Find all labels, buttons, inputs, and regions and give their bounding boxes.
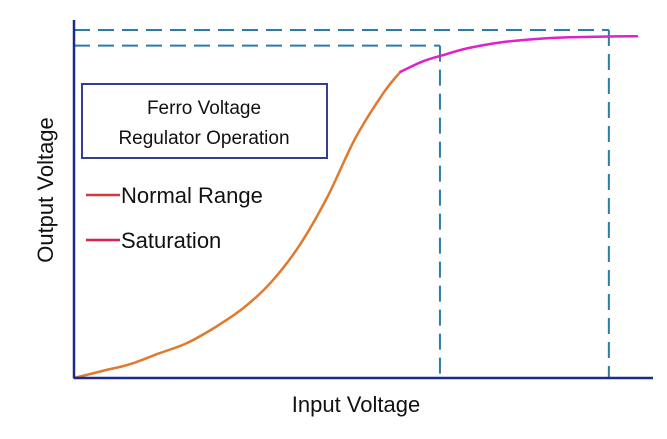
reference-lines [74,29,610,378]
legend: Normal Range Saturation [86,183,263,253]
title-line-1: Ferro Voltage [147,98,261,119]
title-box-border [81,83,328,159]
series-line-normal-range [72,70,402,380]
title-line-2: Regulator Operation [118,128,289,149]
legend-label-normal-range: Normal Range [121,183,263,208]
x-axis-label: Input Voltage [292,392,420,417]
axes [72,20,653,380]
chart-title-box: Ferro Voltage Regulator Operation [81,83,328,159]
y-axis-label: Output Voltage [33,117,58,263]
legend-label-saturation: Saturation [121,228,221,253]
curve-series [72,35,639,380]
series-line-saturation [399,35,639,74]
